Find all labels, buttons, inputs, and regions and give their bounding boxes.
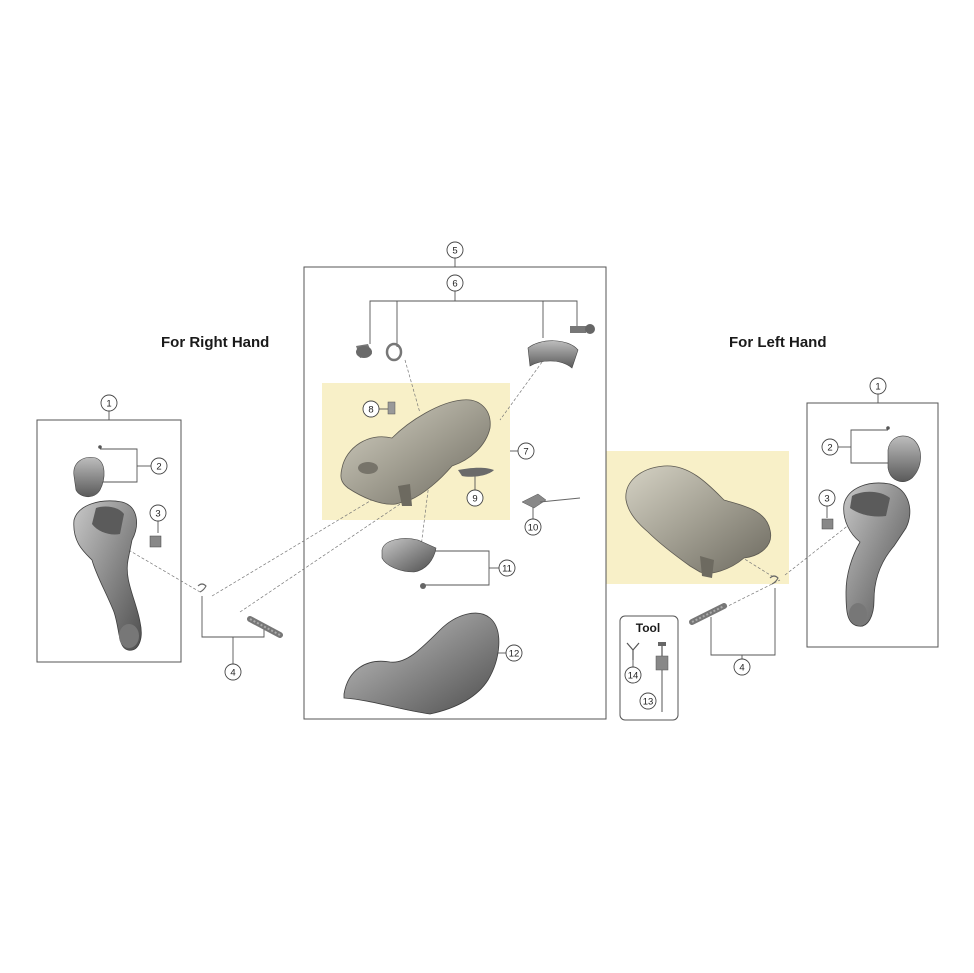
callout-right-3: 3 [149, 504, 167, 522]
svg-text:4: 4 [739, 663, 744, 674]
left-spring [689, 603, 727, 625]
callout-left-2: 2 [821, 438, 839, 456]
tool-14-fork [626, 642, 640, 660]
right-clip [197, 583, 207, 593]
right-spring [247, 616, 283, 638]
svg-text:8: 8 [368, 405, 373, 416]
svg-text:14: 14 [628, 671, 639, 682]
callout-right-2: 2 [150, 457, 168, 475]
svg-text:11: 11 [502, 564, 512, 575]
leader-lines [100, 258, 888, 694]
frame-tool [619, 615, 679, 721]
svg-text:5: 5 [452, 246, 457, 257]
callout-7: 7 [517, 442, 535, 460]
right-hand-label: For Right Hand [161, 334, 270, 351]
right-small-part-3 [149, 535, 162, 548]
right-hand-lever [73, 500, 142, 651]
left-shift-button [886, 426, 921, 482]
callout-left-4: 4 [733, 658, 751, 676]
left-small-part-3 [821, 518, 834, 530]
left-bracket-body [625, 465, 772, 578]
callout-8: 8 [362, 400, 380, 418]
right-shift-button [73, 445, 105, 498]
callout-10: 10 [524, 518, 542, 536]
frame-left-hand [806, 402, 939, 648]
washer-part [385, 342, 403, 362]
callout-12: 12 [505, 644, 523, 662]
callout-13: 13 [639, 692, 657, 710]
left-hand-label: For Left Hand [729, 334, 827, 351]
bracket-body-7 [340, 399, 491, 506]
callout-right-4: 4 [224, 663, 242, 681]
clamp-band [527, 340, 579, 369]
callout-left-1: 1 [869, 377, 887, 395]
tool-13-driver [655, 642, 669, 712]
clamp-bolt [570, 324, 595, 334]
svg-text:2: 2 [827, 443, 832, 454]
spring-9 [458, 467, 494, 477]
callout-left-3: 3 [818, 489, 836, 507]
callout-14: 14 [624, 666, 642, 684]
pin-8 [387, 401, 396, 415]
callout-5: 5 [446, 241, 464, 259]
bolt-part [356, 344, 372, 358]
left-clip [769, 575, 779, 585]
svg-text:12: 12 [509, 649, 520, 660]
svg-text:3: 3 [155, 509, 160, 520]
svg-text:1: 1 [106, 399, 111, 410]
callout-right-1: 1 [100, 394, 118, 412]
svg-text:3: 3 [824, 494, 829, 505]
hood-cover-12 [343, 612, 500, 715]
svg-text:6: 6 [452, 279, 457, 290]
tool-label: Tool [635, 621, 661, 635]
cover-part-11 [381, 538, 437, 589]
svg-text:9: 9 [472, 494, 477, 505]
callout-9: 9 [466, 489, 484, 507]
cable-part-10 [521, 493, 581, 509]
callout-11: 11 [498, 559, 516, 577]
svg-text:13: 13 [643, 697, 654, 708]
svg-text:1: 1 [875, 382, 880, 393]
svg-text:4: 4 [230, 668, 235, 679]
svg-text:10: 10 [528, 523, 539, 534]
svg-text:7: 7 [523, 447, 528, 458]
callout-6: 6 [446, 274, 464, 292]
svg-text:2: 2 [156, 462, 161, 473]
left-hand-lever [843, 482, 911, 627]
